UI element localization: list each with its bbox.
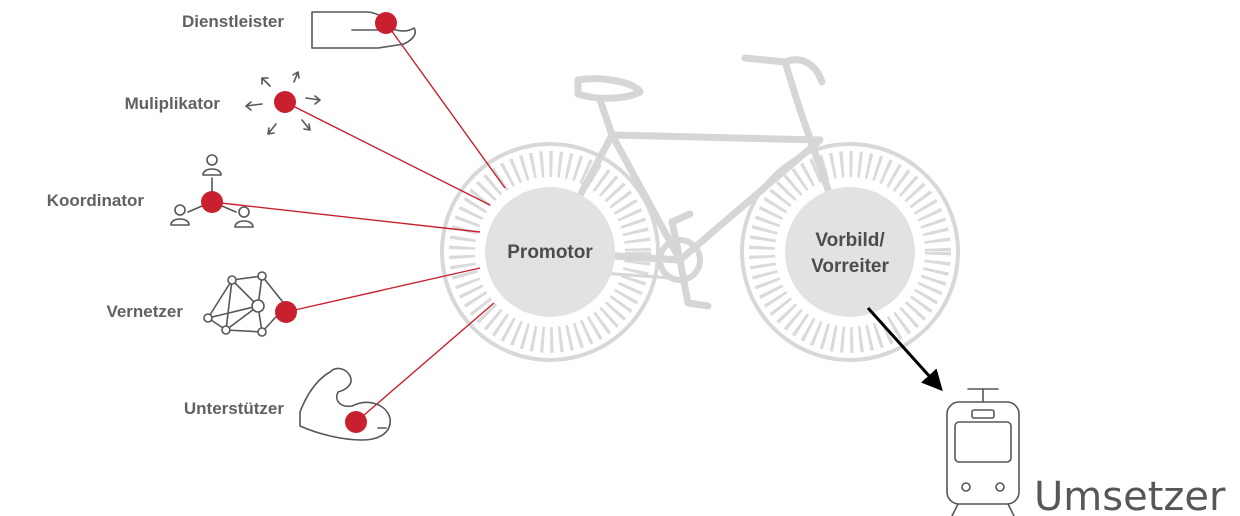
dot-unterstuetzer: [345, 411, 367, 433]
role-label-vernetzer: Vernetzer: [106, 302, 183, 321]
dot-muliplikator: [274, 91, 296, 113]
front-hub: Vorbild/ Vorreiter: [785, 187, 915, 317]
dot-dienstleister: [375, 12, 397, 34]
connector-lines: [211, 22, 506, 423]
arrows-burst-icon: [245, 71, 321, 135]
role-label-unterstuetzer: Unterstützer: [184, 399, 285, 418]
people-network-icon: [170, 154, 254, 228]
hub-label-promotor: Promotor: [507, 242, 593, 263]
role-label-muliplikator: Muliplikator: [125, 94, 221, 113]
outcome-label-umsetzer: Umsetzer: [1034, 474, 1226, 516]
dot-koordinator: [201, 191, 223, 213]
hub-label-vorreiter: Vorreiter: [811, 256, 889, 277]
tram-icon: [946, 388, 1020, 516]
bicycle-illustration: [440, 54, 960, 362]
outcome-arrow: [866, 306, 943, 392]
rear-hub: Promotor: [485, 187, 615, 317]
role-label-dienstleister: Dienstleister: [182, 12, 284, 31]
dot-vernetzer: [275, 301, 297, 323]
network-icon: [203, 271, 287, 337]
hub-label-vorbild: Vorbild/: [815, 230, 885, 251]
flexed-arm-icon: [299, 367, 391, 441]
role-label-koordinator: Koordinator: [47, 191, 145, 210]
